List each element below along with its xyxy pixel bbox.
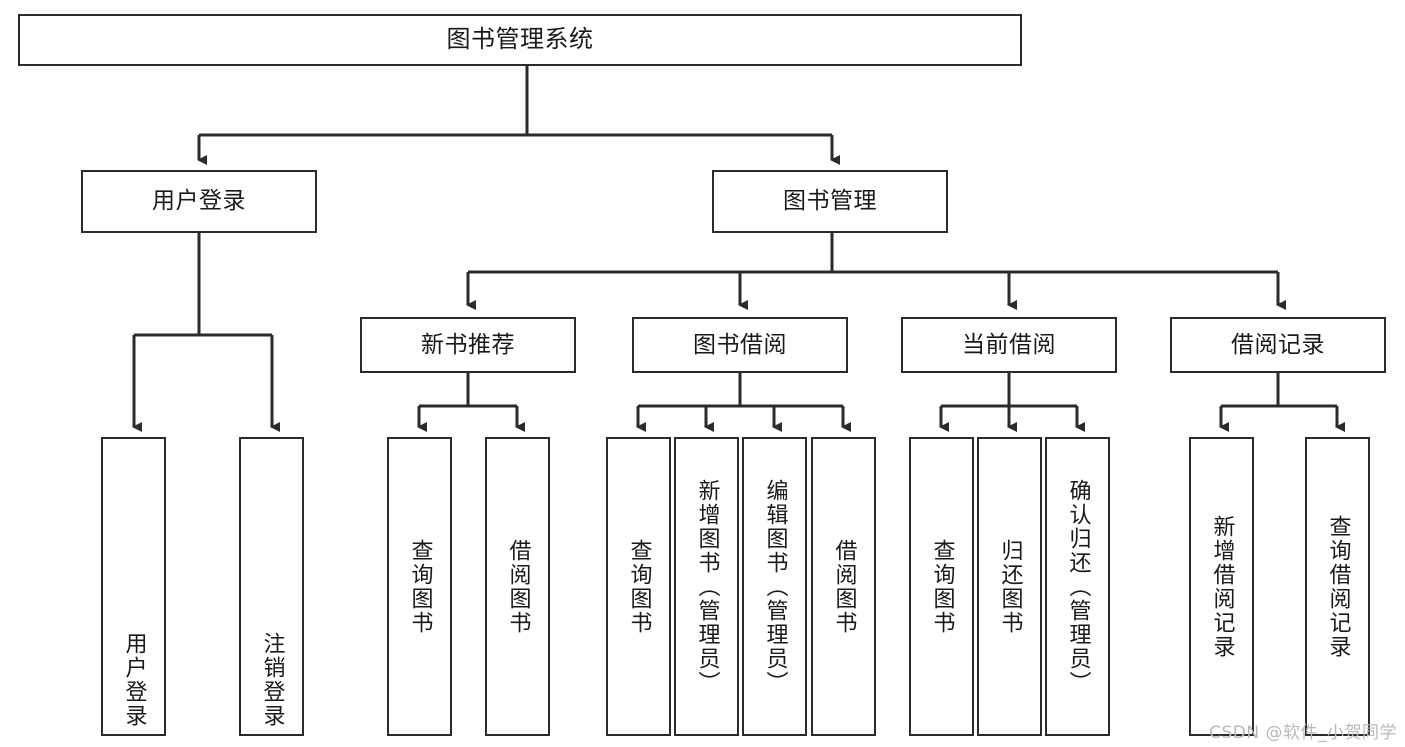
leaf-borrow-book-newbook[interactable]: 借阅图书	[485, 437, 550, 736]
leaf-return-book[interactable]: 归还图书	[977, 437, 1042, 736]
node-label: 新增图书（管理员）	[694, 478, 720, 695]
node-label: 图书管理	[783, 188, 877, 215]
node-label: 查询图书	[407, 538, 433, 635]
node-book-borrowing[interactable]: 图书借阅	[632, 317, 848, 373]
node-current-borrowing[interactable]: 当前借阅	[901, 317, 1117, 373]
node-book-management-system[interactable]: 图书管理系统	[18, 14, 1022, 66]
node-label: 查询借阅记录	[1325, 514, 1351, 659]
node-label: 借阅图书	[831, 538, 857, 635]
leaf-query-book-borrow[interactable]: 查询图书	[606, 437, 671, 736]
node-label: 编辑图书（管理员）	[762, 478, 788, 695]
leaf-query-borrow-record[interactable]: 查询借阅记录	[1305, 437, 1370, 736]
leaf-user-login[interactable]: 用户登录	[101, 437, 166, 736]
node-label: 借阅图书	[505, 538, 531, 635]
node-label: 查询图书	[929, 538, 955, 635]
node-label: 归还图书	[997, 538, 1023, 635]
node-label: 查询图书	[626, 538, 652, 635]
node-label: 新书推荐	[421, 331, 515, 358]
leaf-confirm-return-admin[interactable]: 确认归还（管理员）	[1045, 437, 1110, 736]
leaf-add-borrow-record[interactable]: 新增借阅记录	[1189, 437, 1254, 736]
node-label: 图书借阅	[693, 331, 787, 358]
node-label: 用户登录	[121, 632, 147, 728]
leaf-query-book-current[interactable]: 查询图书	[909, 437, 974, 736]
leaf-query-book-newbook[interactable]: 查询图书	[387, 437, 452, 736]
node-user-login[interactable]: 用户登录	[81, 170, 317, 233]
node-label: 图书管理系统	[446, 25, 594, 54]
node-book-management[interactable]: 图书管理	[712, 170, 948, 233]
leaf-borrow-book[interactable]: 借阅图书	[811, 437, 876, 736]
node-borrowing-record[interactable]: 借阅记录	[1170, 317, 1386, 373]
leaf-logout[interactable]: 注销登录	[239, 437, 304, 736]
node-new-book-recommendation[interactable]: 新书推荐	[360, 317, 576, 373]
node-label: 借阅记录	[1231, 331, 1325, 358]
node-label: 新增借阅记录	[1209, 514, 1235, 659]
node-label: 确认归还（管理员）	[1065, 478, 1091, 695]
leaf-edit-book-admin[interactable]: 编辑图书（管理员）	[742, 437, 807, 736]
leaf-add-book-admin[interactable]: 新增图书（管理员）	[674, 437, 739, 736]
node-label: 用户登录	[152, 188, 246, 215]
node-label: 当前借阅	[962, 331, 1056, 358]
node-label: 注销登录	[259, 632, 285, 728]
